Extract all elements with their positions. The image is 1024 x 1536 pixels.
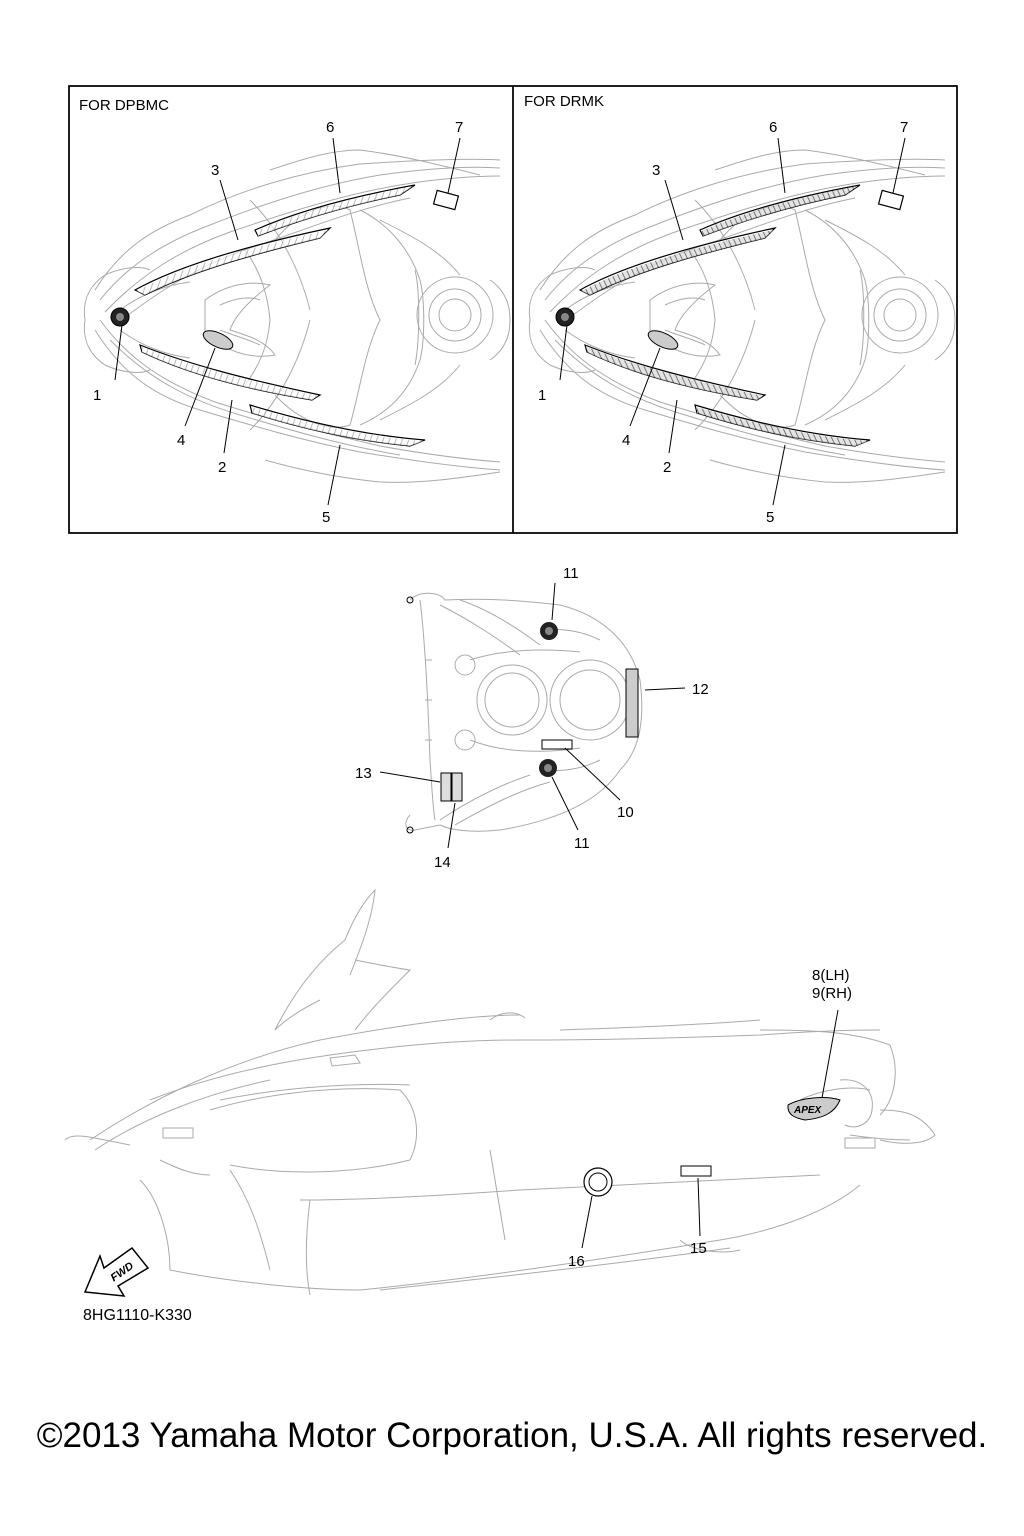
callout-14: 14 <box>434 854 451 871</box>
copyright-notice: ©2013 Yamaha Motor Corporation, U.S.A. A… <box>36 1416 988 1455</box>
callout-5: 5 <box>766 509 774 526</box>
callout-3: 3 <box>652 162 660 179</box>
apex-decal-text: APEX <box>793 1105 823 1116</box>
callout-4: 4 <box>622 432 630 449</box>
callout-11-top: 11 <box>563 565 579 582</box>
callout-8: 8(LH) <box>812 967 850 984</box>
callout-1: 1 <box>538 387 546 404</box>
callout-13: 13 <box>355 765 372 782</box>
diagram-id: 8HG1110-K330 <box>83 1307 192 1324</box>
callout-6: 6 <box>769 119 777 136</box>
callout-3: 3 <box>211 162 219 179</box>
panel-dpbmc: FOR DPBMC 1 2 3 4 5 6 7 <box>79 97 511 526</box>
panel-label-drmk: FOR DRMK <box>524 93 604 110</box>
callout-2: 2 <box>218 459 226 476</box>
snowmobile-side-view <box>64 888 936 1296</box>
panel-label-dpbmc: FOR DPBMC <box>79 97 169 114</box>
hood-decals <box>440 622 639 802</box>
callout-12: 12 <box>692 681 709 698</box>
callout-6: 6 <box>326 119 334 136</box>
callout-7: 7 <box>900 119 908 136</box>
fwd-arrow-icon: FWD <box>83 1246 150 1297</box>
callout-7: 7 <box>455 119 463 136</box>
callout-16: 16 <box>568 1253 585 1270</box>
callout-15: 15 <box>690 1240 707 1257</box>
callout-9: 9(RH) <box>812 985 852 1002</box>
callout-10: 10 <box>617 804 634 821</box>
callout-11-bottom: 11 <box>574 835 590 852</box>
callout-5: 5 <box>322 509 330 526</box>
side-decals: APEX <box>583 1097 841 1197</box>
callout-1: 1 <box>93 387 101 404</box>
callout-4: 4 <box>177 432 185 449</box>
callout-2: 2 <box>663 459 671 476</box>
panel-drmk: FOR DRMK 1 2 3 4 5 6 7 <box>524 93 956 526</box>
